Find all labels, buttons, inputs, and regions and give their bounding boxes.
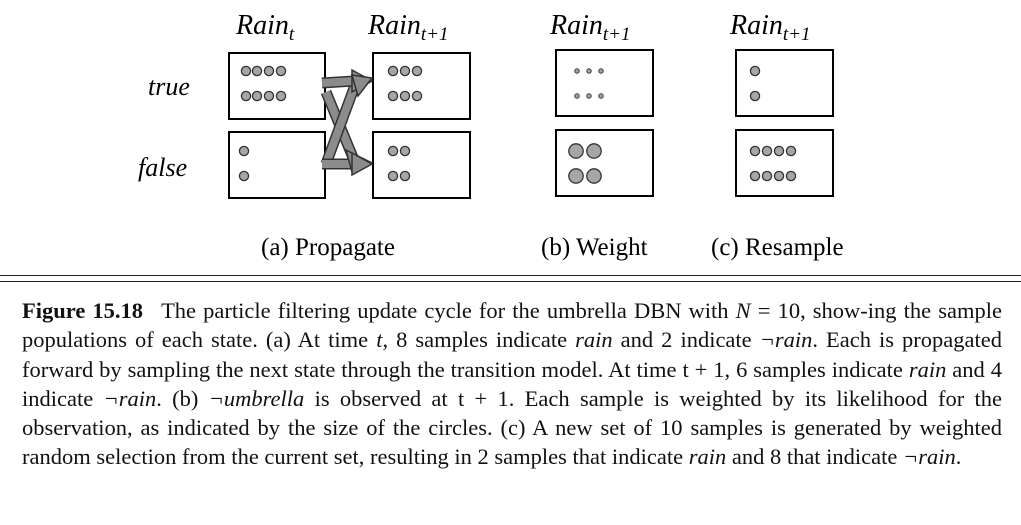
figure-caption: Figure 15.18 The particle filtering updat…: [22, 296, 1002, 472]
arrow-head-false-false: [351, 151, 374, 177]
particles-t1-true: [387, 65, 423, 102]
box-t-false: [228, 131, 326, 199]
box-t1-true: [372, 52, 471, 120]
panel-label-weight: (b) Weight: [541, 234, 648, 261]
caption-text: .: [955, 444, 962, 470]
caption-text: and 4 indicate: [22, 356, 1002, 411]
math-rain: rain: [688, 444, 727, 470]
caption-text: . (b): [156, 385, 209, 411]
panel-label-resample: (c) Resample: [711, 234, 844, 261]
box-t1-false: [372, 131, 471, 199]
box-weight-true: [555, 49, 654, 117]
figure-label: Figure 15.18: [22, 298, 144, 323]
header-rain-t1-c: Raint+1: [729, 10, 811, 45]
particles-t-true: [240, 65, 287, 102]
caption-text: and 8 that indicate: [726, 444, 904, 470]
particles-resample-false: [749, 145, 797, 182]
row-label-true: true: [148, 72, 190, 101]
box-t-true: [228, 52, 326, 120]
row-label-false: false: [138, 153, 187, 182]
particle-filter-diagram: Raint Raint+1 Raint+1 Raint+1 true false: [138, 10, 844, 261]
math-not-rain: ¬rain: [759, 327, 813, 353]
box-weight-false: [555, 129, 654, 197]
particles-resample-true: [749, 65, 761, 102]
math-not-rain: ¬rain: [103, 385, 157, 411]
caption-text: is observed at: [304, 385, 458, 411]
box-resample-false: [735, 129, 834, 197]
math-rain: rain: [908, 356, 947, 382]
header-rain-t1-b: Raint+1: [549, 10, 631, 45]
math-t-plus-1: t + 1: [682, 356, 725, 382]
particles-t1-false: [387, 145, 411, 182]
particles-t-false: [238, 145, 250, 182]
math-N: N: [735, 298, 751, 323]
panel-label-propagate: (a) Propagate: [261, 234, 395, 261]
caption-text: . Each is propagated forward by sampling…: [22, 327, 1003, 382]
math-t-plus-1: t + 1: [457, 385, 509, 411]
math-rain: rain: [575, 327, 613, 353]
caption-text: , 6 samples indicate: [724, 356, 909, 382]
math-t: t: [376, 327, 383, 353]
header-rain-t: Raint: [235, 10, 295, 45]
transition-arrows: [320, 68, 374, 177]
caption-text: , 8 samples indicate: [382, 327, 576, 353]
caption-text: . Each sample is weighted by its likelih…: [22, 385, 1002, 470]
arrow-head-false-true: [350, 74, 374, 98]
caption-text: The particle filtering update cycle for …: [161, 298, 736, 323]
particles-weight-true: [574, 68, 604, 99]
math-not-umbrella: ¬umbrella: [208, 385, 305, 411]
header-rain-t1-a: Raint+1: [367, 10, 449, 45]
caption-text: = 10, show-ing the sample populations of…: [22, 298, 1002, 353]
particles-weight-false: [568, 143, 602, 184]
caption-text: and 2 indicate: [612, 327, 760, 353]
math-not-rain: ¬rain: [903, 444, 956, 470]
caption-rule-top: [0, 275, 1021, 276]
box-resample-true: [735, 49, 834, 117]
caption-rule-bottom: [0, 281, 1021, 282]
